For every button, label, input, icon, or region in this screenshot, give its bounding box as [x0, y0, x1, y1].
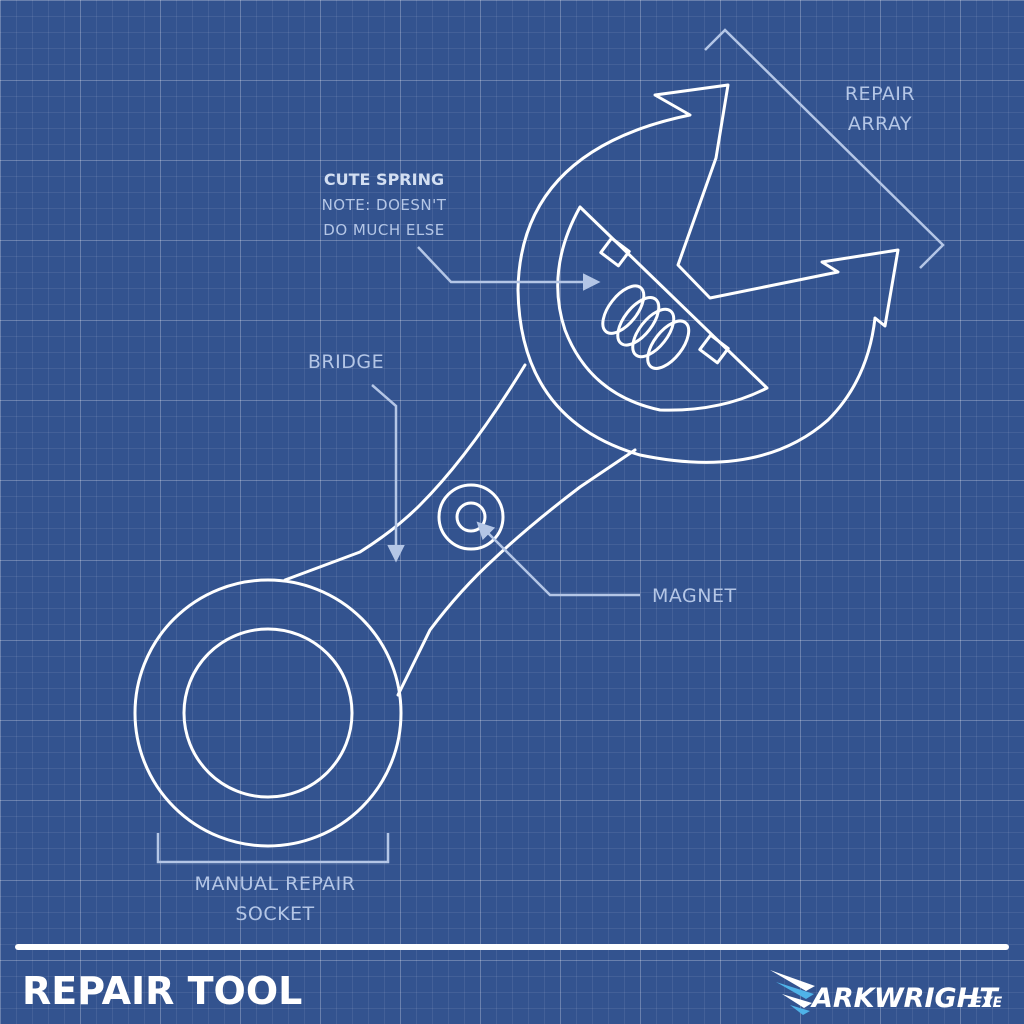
socket-bracket	[156, 833, 390, 864]
bridge-leader	[371, 384, 405, 563]
brand-name: ARKWRIGHT	[810, 983, 1000, 1014]
tool-handle	[283, 363, 527, 582]
socket-inner	[182, 627, 354, 799]
repair-array-line1: REPAIR	[845, 83, 915, 105]
tool-handle-lower	[396, 448, 637, 697]
label-socket: MANUAL REPAIR SOCKET	[195, 873, 356, 925]
page-title: REPAIR TOOL	[22, 969, 302, 1013]
spring-mount-top	[599, 236, 631, 268]
repair-array-line2: ARRAY	[848, 113, 912, 135]
label-bridge: BRIDGE	[308, 351, 384, 373]
cute-spring-note-line2: DO MUCH ELSE	[323, 221, 444, 239]
wing-icon	[770, 970, 815, 1015]
tool-head	[516, 83, 900, 464]
magnet-inner	[455, 501, 487, 533]
socket-line1: MANUAL REPAIR	[195, 873, 356, 895]
cute-spring	[601, 284, 691, 370]
spring-mount-bottom	[698, 333, 730, 365]
socket-line2: SOCKET	[235, 903, 314, 925]
magnet-outer	[437, 483, 505, 551]
brand-ext: .EXE	[967, 995, 1003, 1011]
label-cute-spring: CUTE SPRING NOTE: DOESN'T DO MUCH ELSE	[322, 170, 447, 239]
repair-tool-drawing	[133, 83, 900, 848]
label-repair-array: REPAIR ARRAY	[845, 83, 915, 135]
callout-lines	[156, 28, 945, 864]
magnet-leader	[476, 521, 640, 597]
socket-outer	[133, 578, 403, 848]
spring-leader	[417, 246, 601, 291]
label-magnet: MAGNET	[652, 585, 737, 607]
repair-array-bracket	[704, 28, 945, 269]
arkwright-logo: ARKWRIGHT .EXE	[770, 970, 1003, 1015]
spring-housing	[556, 205, 769, 412]
cute-spring-heading: CUTE SPRING	[324, 170, 444, 189]
cute-spring-note-line1: NOTE: DOESN'T	[322, 196, 447, 214]
